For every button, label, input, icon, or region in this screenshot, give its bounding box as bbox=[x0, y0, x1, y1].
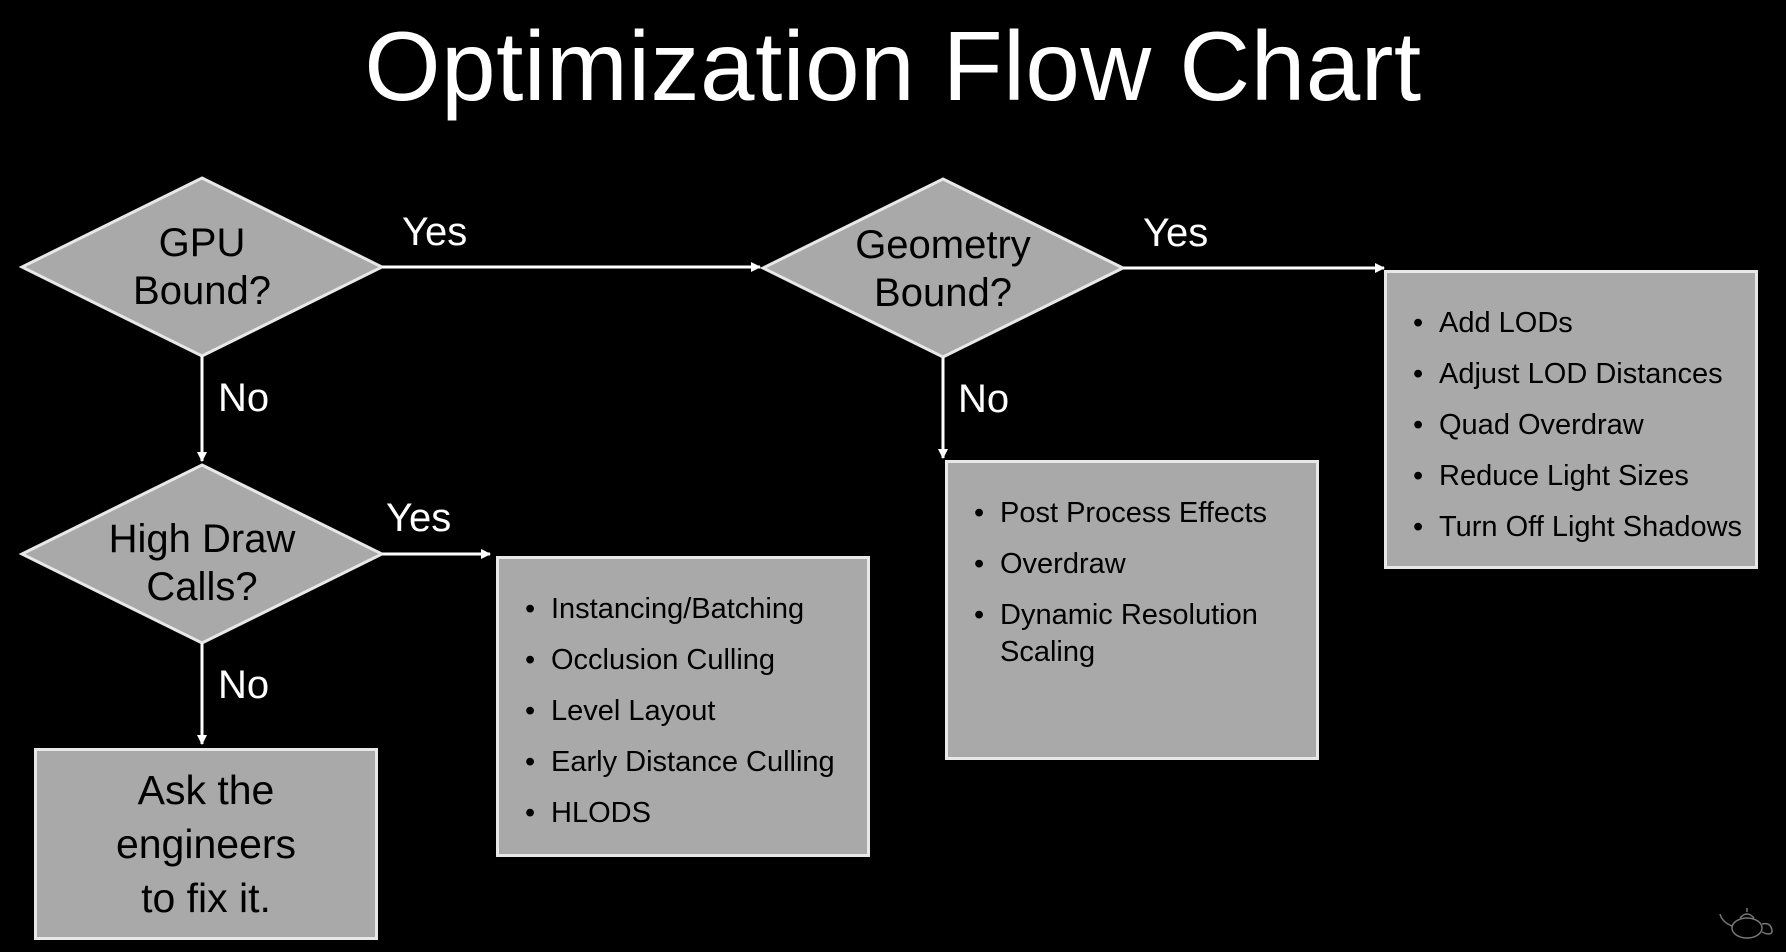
decision-gpu-line2: Bound? bbox=[133, 269, 271, 313]
final-line1: Ask the bbox=[137, 766, 275, 813]
edge-label-draw-calls-no: No bbox=[218, 663, 270, 707]
list-item: Overdraw bbox=[968, 546, 1306, 583]
final-line3: to fix it. bbox=[141, 875, 271, 922]
action-box-geometry-yes: Add LODs Adjust LOD Distances Quad Overd… bbox=[1384, 270, 1758, 569]
list-item: Adjust LOD Distances bbox=[1407, 356, 1749, 393]
decision-label-high-draw-calls: High Draw Calls? bbox=[82, 508, 322, 618]
list-item: Occlusion Culling bbox=[519, 642, 857, 679]
list-item: Reduce Light Sizes bbox=[1407, 458, 1749, 495]
edge-label-gpu-yes: Yes bbox=[402, 210, 468, 254]
decision-draw-line2: Calls? bbox=[146, 565, 258, 609]
edge-label-gpu-no: No bbox=[218, 376, 270, 420]
list-item: Quad Overdraw bbox=[1407, 407, 1749, 444]
action-box-draw-calls-yes: Instancing/Batching Occlusion Culling Le… bbox=[496, 556, 870, 857]
list-item: Level Layout bbox=[519, 693, 857, 730]
decision-geometry-line2: Bound? bbox=[874, 271, 1012, 315]
action-list-geometry-yes: Add LODs Adjust LOD Distances Quad Overd… bbox=[1407, 305, 1749, 547]
list-item: Post Process Effects bbox=[968, 495, 1306, 532]
edge-label-draw-calls-yes: Yes bbox=[386, 496, 452, 540]
action-list-draw-calls-yes: Instancing/Batching Occlusion Culling Le… bbox=[519, 591, 857, 833]
slide-title: Optimization Flow Chart bbox=[364, 11, 1422, 121]
list-item: Add LODs bbox=[1407, 305, 1749, 342]
decision-geometry-line1: Geometry bbox=[855, 223, 1031, 267]
decision-label-gpu-bound: GPU Bound? bbox=[92, 212, 312, 322]
list-item: Early Distance Culling bbox=[519, 744, 857, 781]
teapot-logo-icon bbox=[1719, 908, 1773, 939]
final-box-text: Ask the engineers to fix it. bbox=[37, 751, 375, 937]
list-item: Turn Off Light Shadows bbox=[1407, 509, 1749, 546]
decision-label-geometry-bound: Geometry Bound? bbox=[823, 214, 1063, 324]
list-item: HLODS bbox=[519, 795, 857, 832]
action-box-geometry-no: Post Process Effects Overdraw Dynamic Re… bbox=[945, 460, 1319, 760]
decision-draw-line1: High Draw bbox=[108, 517, 296, 561]
list-item: Dynamic Resolution Scaling bbox=[968, 597, 1306, 671]
edge-label-geometry-no: No bbox=[958, 377, 1010, 421]
decision-gpu-line1: GPU bbox=[158, 221, 246, 265]
action-list-geometry-no: Post Process Effects Overdraw Dynamic Re… bbox=[968, 495, 1306, 671]
edge-label-geometry-yes: Yes bbox=[1143, 211, 1209, 255]
list-item: Instancing/Batching bbox=[519, 591, 857, 628]
final-line2: engineers bbox=[115, 820, 297, 867]
final-box-ask-engineers: Ask the engineers to fix it. bbox=[34, 748, 378, 940]
